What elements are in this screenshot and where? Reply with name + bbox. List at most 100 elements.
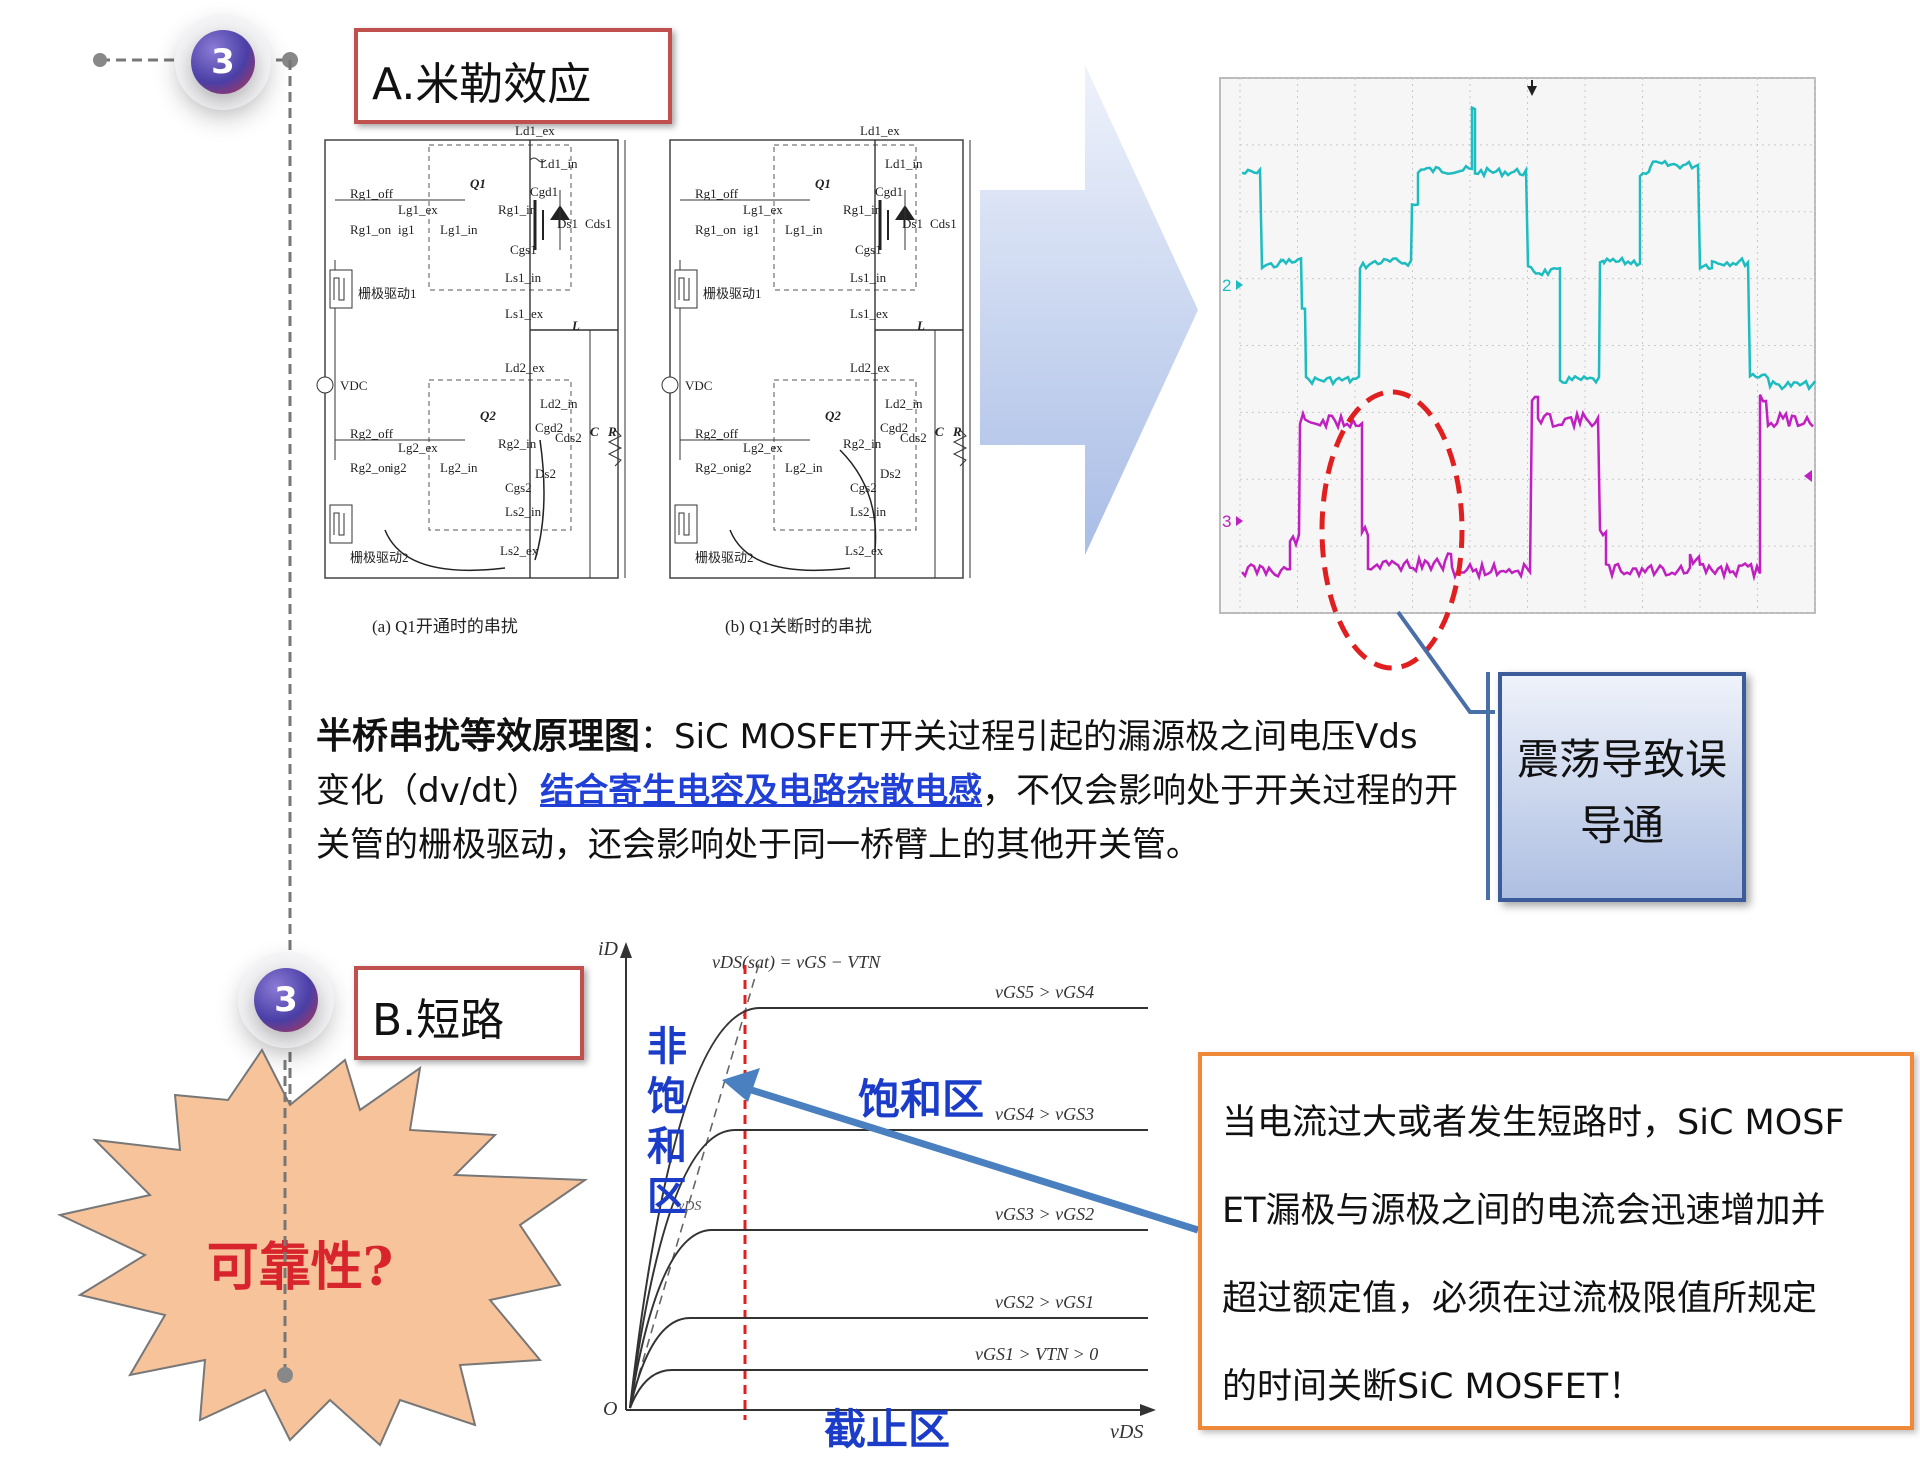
label-rg1-on: Rg1_on [350, 222, 392, 237]
label-cgd1: Cgd1 [530, 184, 558, 199]
y-axis-label: iD [598, 938, 619, 960]
explanation-highlight: 结合寄生电容及电路杂散电感 [540, 771, 983, 811]
label-r: R [607, 424, 617, 439]
right-level-arrow-icon [1804, 470, 1812, 482]
oscillation-callout-line2: 导通 [1579, 801, 1664, 850]
section-a-title-box [354, 28, 672, 124]
oscillation-callout: 震荡导致误 导通 [1498, 672, 1746, 902]
circuit-a [316, 139, 626, 579]
label-b-rg2-in: Rg2_in [843, 436, 882, 451]
label-ig1: ig1 [398, 222, 415, 237]
label-b-ls1-in: Ls1_in [850, 270, 887, 285]
crosstalk-explanation: 半桥串扰等效原理图：SiC MOSFET开关过程引起的漏源极之间电压Vds 变化… [316, 710, 1458, 872]
channel-3-arrow-icon [1236, 516, 1243, 526]
iv-curve [629, 1007, 1148, 1409]
label-b-ls2-in: Ls2_in [850, 504, 887, 519]
region-linear-label: 非饱和区 [647, 1024, 687, 1220]
label-ls2-ex: Ls2_ex [500, 543, 539, 558]
label-c: C [590, 424, 599, 439]
label-ls1-ex: Ls1_ex [505, 306, 544, 321]
label-b-ds1: Ds1 [902, 216, 923, 231]
circuit-caption-a: (a) Q1开通时的串扰 [372, 617, 518, 636]
short-callout-line1: 当电流过大或者发生短路时，SiC MOSF [1222, 1103, 1845, 1143]
label-b-cds2: Cds2 [900, 430, 927, 445]
label-lg2-ex: Lg2_ex [398, 440, 438, 455]
label-b-lg1-ex: Lg1_ex [743, 202, 783, 217]
label-lg1-ex: Lg1_ex [398, 202, 438, 217]
channel-2-arrow-icon [1236, 280, 1243, 290]
trigger-marker-icon [1527, 86, 1537, 96]
label-b-driver1: 栅极驱动1 [703, 286, 762, 301]
label-lg1-in: Lg1_in [440, 222, 478, 237]
explanation-part1: ：SiC MOSFET开关过程引起的漏源极之间电压Vds [640, 717, 1418, 757]
label-cgs1: Cgs1 [510, 242, 537, 257]
label-ls1-in: Ls1_in [505, 270, 542, 285]
circuit-caption-b: (b) Q1关断时的串扰 [725, 617, 872, 636]
label-rg2-in: Rg2_in [498, 436, 537, 451]
label-b-cds1: Cds1 [930, 216, 957, 231]
label-b-rg2-off: Rg2_off [695, 426, 739, 441]
label-b-ig1: ig1 [743, 222, 760, 237]
x-axis-label: vDS [1110, 1421, 1143, 1443]
label-ds1: Ds1 [557, 216, 578, 231]
label-b-ld2-in: Ld2_in [885, 396, 923, 411]
label-b-ds2: Ds2 [880, 466, 901, 481]
iv-curve [629, 1229, 1148, 1409]
label-cds2: Cds2 [555, 430, 582, 445]
region-cutoff-label: 截止区 [824, 1405, 951, 1454]
label-rg1-in: Rg1_in [498, 202, 537, 217]
channel-2-marker: 2 [1222, 276, 1231, 295]
label-b-ig2: ig2 [735, 460, 752, 475]
label-vdc: VDC [340, 378, 367, 393]
sat-boundary-curve [629, 959, 761, 1406]
label-ls2-in: Ls2_in [505, 504, 542, 519]
channel-2-trace [1241, 105, 1816, 392]
oscillation-highlight-ellipse [1319, 389, 1465, 671]
short-callout-line3: 超过额定值，必须在过流极限值所规定 [1222, 1279, 1818, 1319]
label-b-ls2-ex: Ls2_ex [845, 543, 884, 558]
iv-curve-label: vGS2 > vGS1 [995, 1292, 1094, 1312]
label-b-cgd1: Cgd1 [875, 184, 903, 199]
section-b-title-box [354, 966, 584, 1060]
sat-label: vDS(sat) = vGS − VTN [712, 952, 881, 973]
explanation-part4: 关管的栅极驱动，还会影响处于同一桥臂上的其他开关管。 [316, 825, 1200, 865]
channel-3-marker: 3 [1222, 512, 1231, 531]
label-b-q2: Q2 [825, 408, 841, 423]
label-b-lg2-ex: Lg2_ex [743, 440, 783, 455]
short-callout-line2: ET漏极与源极之间的电流会迅速增加并 [1222, 1191, 1826, 1231]
iv-curve-label: vGS3 > vGS2 [995, 1204, 1094, 1224]
iv-curve-label: vGS5 > vGS4 [995, 982, 1094, 1002]
short-circuit-callout: 当电流过大或者发生短路时，SiC MOSF ET漏极与源极之间的电流会迅速增加并… [1198, 1052, 1914, 1430]
region-saturation-label: 饱和区 [858, 1075, 985, 1124]
label-b-r: R [952, 424, 962, 439]
label-b-ld2-ex: Ld2_ex [850, 360, 890, 375]
section-b-badge: 3 [254, 968, 318, 1032]
label-b-l: L [916, 318, 925, 333]
circuit-b [661, 139, 971, 579]
label-b-c: C [935, 424, 944, 439]
label-ig2: ig2 [390, 460, 407, 475]
label-cgd2: Cgd2 [535, 420, 563, 435]
label-ld1-ex: Ld1_ex [515, 123, 555, 138]
label-q1: Q1 [470, 176, 486, 191]
iv-curve [629, 1369, 1148, 1409]
origin-label: O [603, 1398, 617, 1420]
oscillation-callout-line1: 震荡导致误 [1516, 735, 1727, 784]
label-rg2-off: Rg2_off [350, 426, 394, 441]
label-b-cgd2: Cgd2 [880, 420, 908, 435]
short-circuit-arrowhead-icon [722, 1068, 760, 1102]
iv-curve-label: vGS1 > VTN > 0 [975, 1344, 1098, 1364]
label-l: L [571, 318, 580, 333]
iv-curve [629, 1129, 1148, 1409]
label-b-cgs1: Cgs1 [855, 242, 882, 257]
label-b-lg2-in: Lg2_in [785, 460, 823, 475]
reliability-text: 可靠性? [207, 1237, 393, 1298]
label-b-driver2: 栅极驱动2 [695, 550, 754, 565]
channel-3-trace [1241, 394, 1814, 582]
label-cgs2: Cgs2 [505, 480, 532, 495]
label-b-cgs2: Cgs2 [850, 480, 877, 495]
explanation-part3: ，不仅会影响处于开关过程的开 [982, 771, 1459, 811]
label-b-ls1-ex: Ls1_ex [850, 306, 889, 321]
